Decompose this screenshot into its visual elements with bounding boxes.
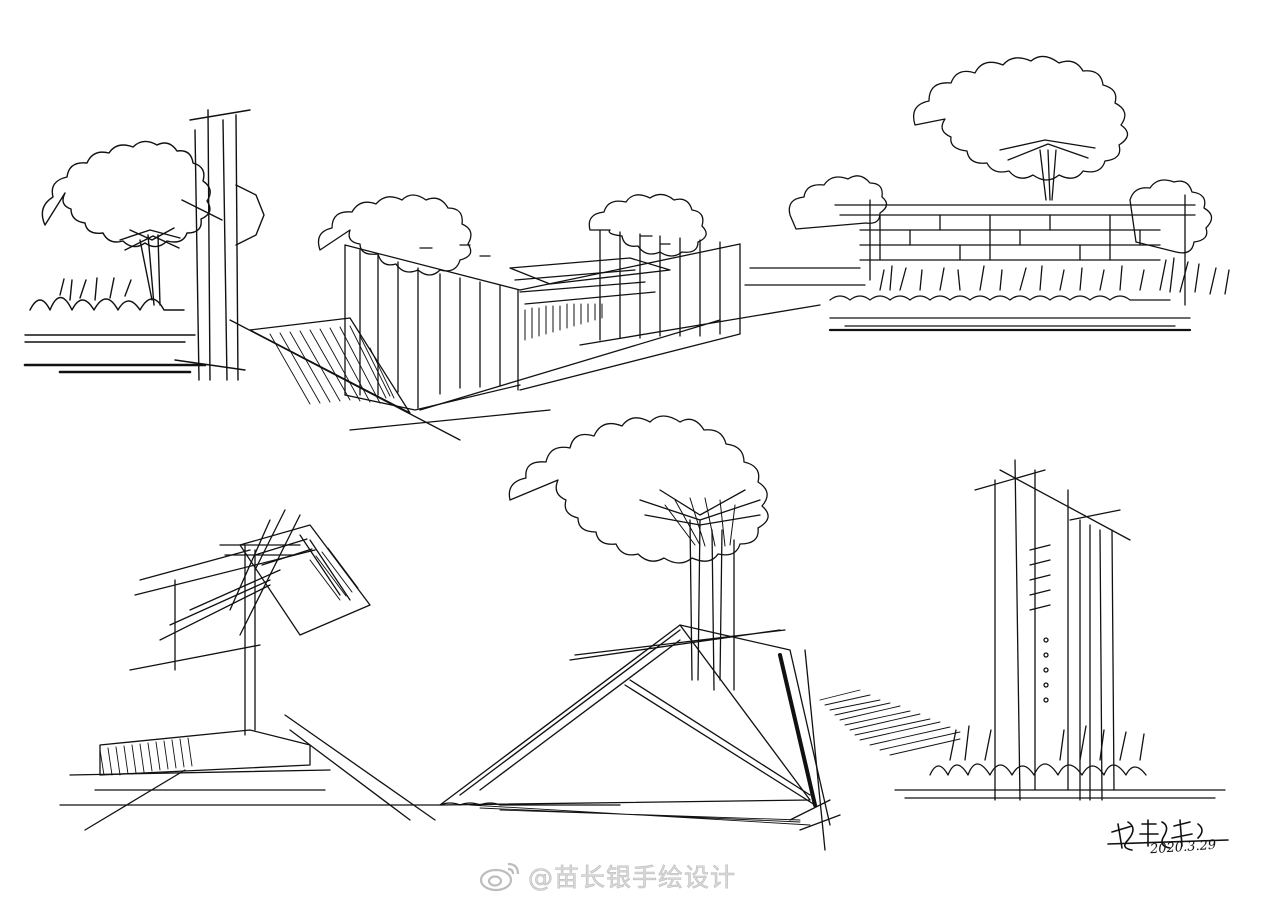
- sketch-bottom-center-pavilion: [439, 415, 961, 851]
- sketch-top-center-wall-bridge: [229, 193, 821, 441]
- artist-signature: [1107, 819, 1229, 851]
- sketch-bottom-right-panels: [894, 459, 1226, 801]
- weibo-watermark: @苗长银手绘设计: [478, 858, 736, 894]
- sketch-top-left-tree-and-post: [23, 109, 265, 381]
- sketch-bottom-left-sculpture: [59, 509, 621, 831]
- weibo-icon: [479, 862, 520, 892]
- watermark-text: @苗长银手绘设计: [528, 863, 737, 893]
- sketch-top-right-stone-wall: [744, 55, 1230, 332]
